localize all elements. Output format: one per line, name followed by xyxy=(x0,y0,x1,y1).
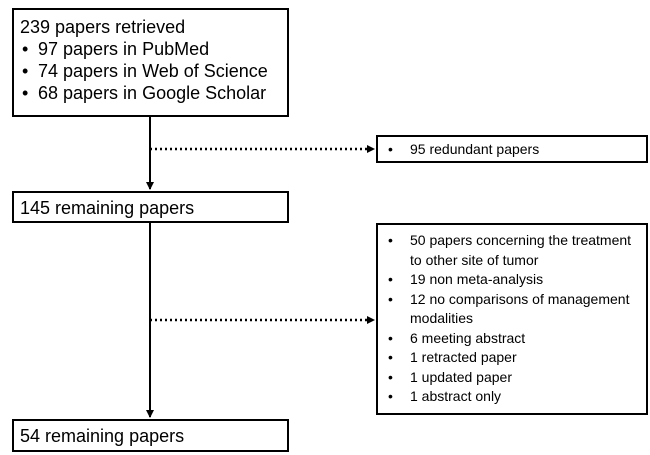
excluded-item-updated: 1 updated paper xyxy=(386,368,646,388)
remaining-54-title: 54 remaining papers xyxy=(20,426,185,446)
retrieved-papers-box: 239 papers retrieved 97 papers in PubMed… xyxy=(12,8,289,117)
source-item-pubmed: 97 papers in PubMed xyxy=(20,38,281,60)
remaining-54-box: 54 remaining papers xyxy=(12,419,289,452)
excluded-item-no-comparisons: 12 no comparisons of management modaliti… xyxy=(386,290,646,329)
excluded-papers-box: 50 papers concerning the treatment to ot… xyxy=(376,223,648,415)
remaining-145-box: 145 remaining papers xyxy=(12,191,289,223)
excluded-item-retracted: 1 retracted paper xyxy=(386,348,646,368)
redundant-list: 95 redundant papers xyxy=(386,140,646,160)
excluded-item-abstract-only: 1 abstract only xyxy=(386,387,646,407)
source-item-web-of-science: 74 papers in Web of Science xyxy=(20,60,281,82)
excluded-item-non-meta-analysis: 19 non meta-analysis xyxy=(386,270,646,290)
redundant-item: 95 redundant papers xyxy=(386,140,646,160)
remaining-145-title: 145 remaining papers xyxy=(20,198,195,218)
source-item-google-scholar: 68 papers in Google Scholar xyxy=(20,82,281,104)
retrieved-title: 239 papers retrieved xyxy=(20,17,186,37)
excluded-item-other-site: 50 papers concerning the treatment to ot… xyxy=(386,231,646,270)
excluded-list: 50 papers concerning the treatment to ot… xyxy=(386,231,646,407)
retrieved-sources-list: 97 papers in PubMed 74 papers in Web of … xyxy=(20,38,281,104)
redundant-papers-box: 95 redundant papers xyxy=(376,135,648,163)
excluded-item-meeting-abstract: 6 meeting abstract xyxy=(386,329,646,349)
